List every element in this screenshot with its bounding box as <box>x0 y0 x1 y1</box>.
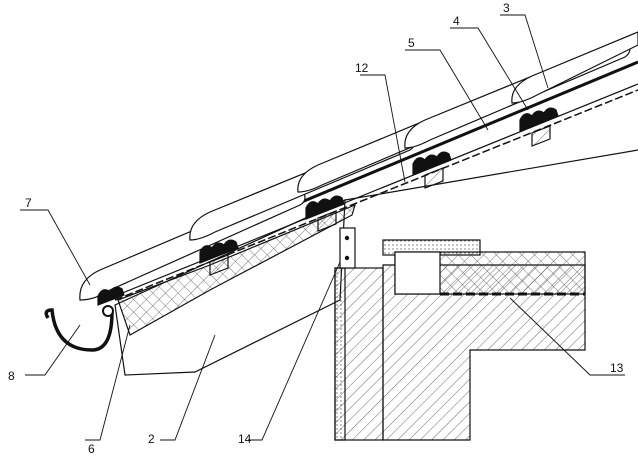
callout-labels: 3 4 5 12 7 8 6 2 14 13 <box>8 1 624 456</box>
label-5: 5 <box>408 36 415 50</box>
label-14: 14 <box>238 432 252 446</box>
label-7: 7 <box>25 196 32 210</box>
label-3: 3 <box>503 1 510 15</box>
roof-tiles <box>79 31 638 301</box>
bracket <box>339 227 356 269</box>
label-2: 2 <box>148 432 155 446</box>
leader-lines <box>20 14 625 441</box>
label-12: 12 <box>355 61 369 75</box>
gutter <box>44 308 114 352</box>
label-6: 6 <box>88 442 95 456</box>
label-13: 13 <box>610 361 624 375</box>
label-8: 8 <box>8 369 15 383</box>
label-4: 4 <box>453 14 460 28</box>
tile-clips <box>97 107 559 306</box>
battens <box>209 125 551 276</box>
